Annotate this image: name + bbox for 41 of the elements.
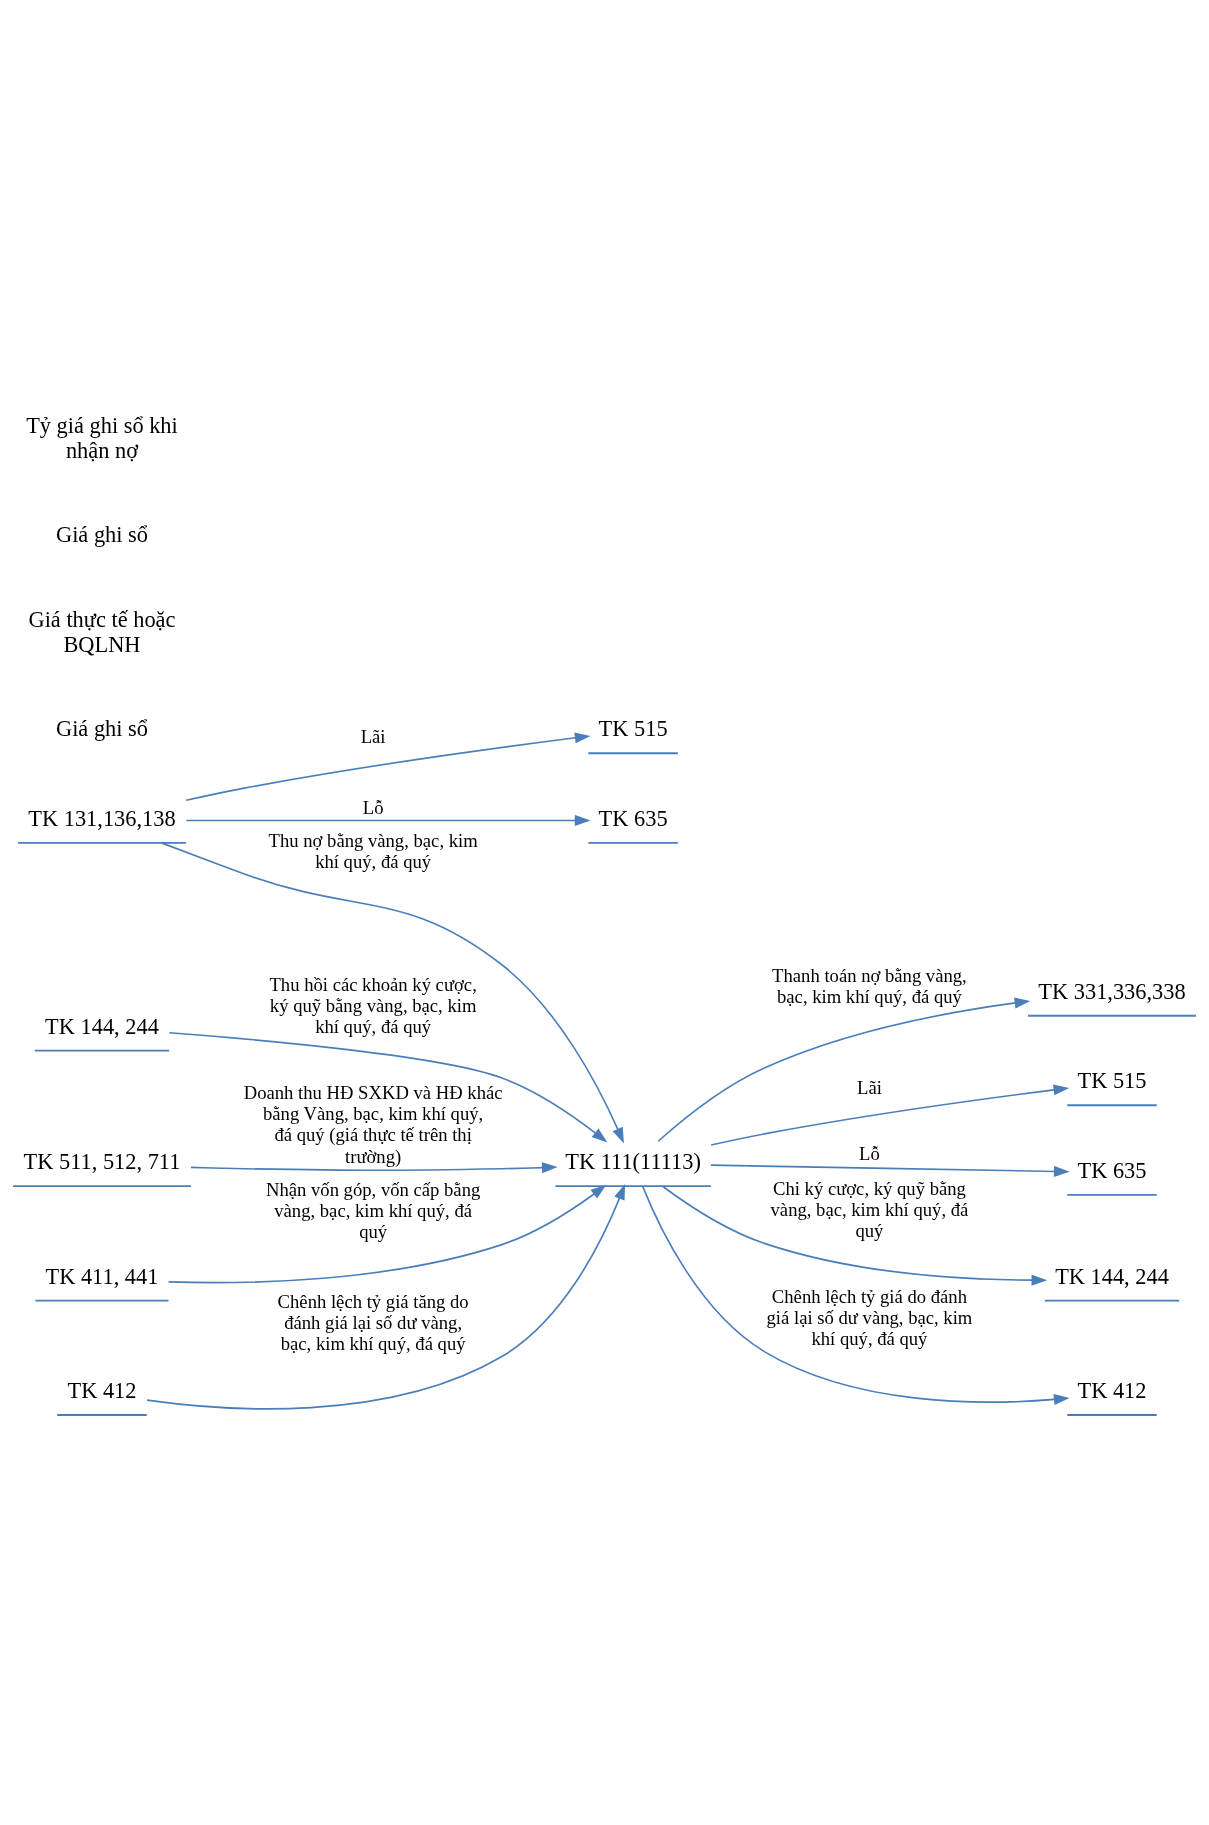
label: Giá ghi sổ — [55, 716, 148, 742]
node-text: TK 131,136,138 — [28, 805, 176, 831]
node-text: TK 144, 244 — [45, 1013, 159, 1039]
edge-label: Chi ký cược, ký quỹ bằng vàng, bạc, kim khí quý, đá quý — [770, 1177, 969, 1242]
arrow — [641, 1185, 1070, 1405]
edge-label: Nhận vốn góp, vốn cấp bằng vàng, bạc, kim khí quý, đá quý — [265, 1179, 481, 1243]
edge-label: Chênh lệch tỷ giá do đánh giá lại số dư vàng, bạc, kim khí quý, đá quý — [766, 1286, 973, 1350]
node-text: TK 331,336,338 — [1038, 978, 1186, 1004]
node-text: TK 515 — [598, 716, 668, 742]
node-text: TK 515 — [1077, 1068, 1147, 1094]
node-text: TK 111(11113) — [565, 1149, 701, 1175]
node-text: TK 412 — [67, 1378, 137, 1404]
node-text: TK 411, 441 — [45, 1263, 159, 1289]
arrow — [662, 1185, 1048, 1286]
node-text: TK 144, 244 — [1055, 1263, 1169, 1289]
arrow — [160, 842, 624, 1144]
edge-label: Chênh lệch tỷ giá tăng do đánh giá lại số dư vàng, bạc, kim khí quý, đá quý — [277, 1291, 469, 1355]
arrow — [190, 1162, 558, 1174]
arrow — [146, 1183, 626, 1410]
label: Giá thực tế hoặc BQLNH — [28, 606, 176, 657]
edge-label: Lỗ — [859, 1143, 880, 1165]
node-text: TK 635 — [1077, 1157, 1147, 1183]
arrow — [185, 814, 591, 826]
node-text: TK 412 — [1077, 1378, 1147, 1404]
arrow — [185, 732, 591, 802]
label: Tỷ giá ghi sổ khi nhận nợ — [26, 412, 178, 463]
arrow — [710, 1084, 1070, 1146]
edge-label: Thu hồi các khoản ký cược, ký quỹ bằng vàng, bạc, kim khí quý, đá quý — [269, 973, 477, 1038]
edge-label: Lỗ — [362, 797, 384, 819]
node-text: TK 635 — [598, 805, 668, 831]
node-text: TK 511, 512, 711 — [23, 1149, 181, 1175]
edge-label: Doanh thu HĐ SXKD và HĐ khác bằng Vàng, bạc, kim khí quý, đá quý (giá thực tế trên thị trường) — [243, 1082, 503, 1167]
edge-label: Lãi — [857, 1077, 882, 1099]
arrow — [657, 997, 1031, 1143]
arrow — [710, 1164, 1070, 1177]
arrow — [168, 1031, 608, 1143]
edge-label: Thanh toán nợ bằng vàng, bạc, kim khí quý, đá quý — [772, 965, 967, 1008]
edge-label: Lãi — [360, 726, 386, 748]
label: Giá ghi sổ — [55, 522, 148, 548]
arrow — [167, 1184, 607, 1284]
edge-label: Thu nợ bằng vàng, bạc, kim khí quý, đá quý — [268, 829, 478, 872]
